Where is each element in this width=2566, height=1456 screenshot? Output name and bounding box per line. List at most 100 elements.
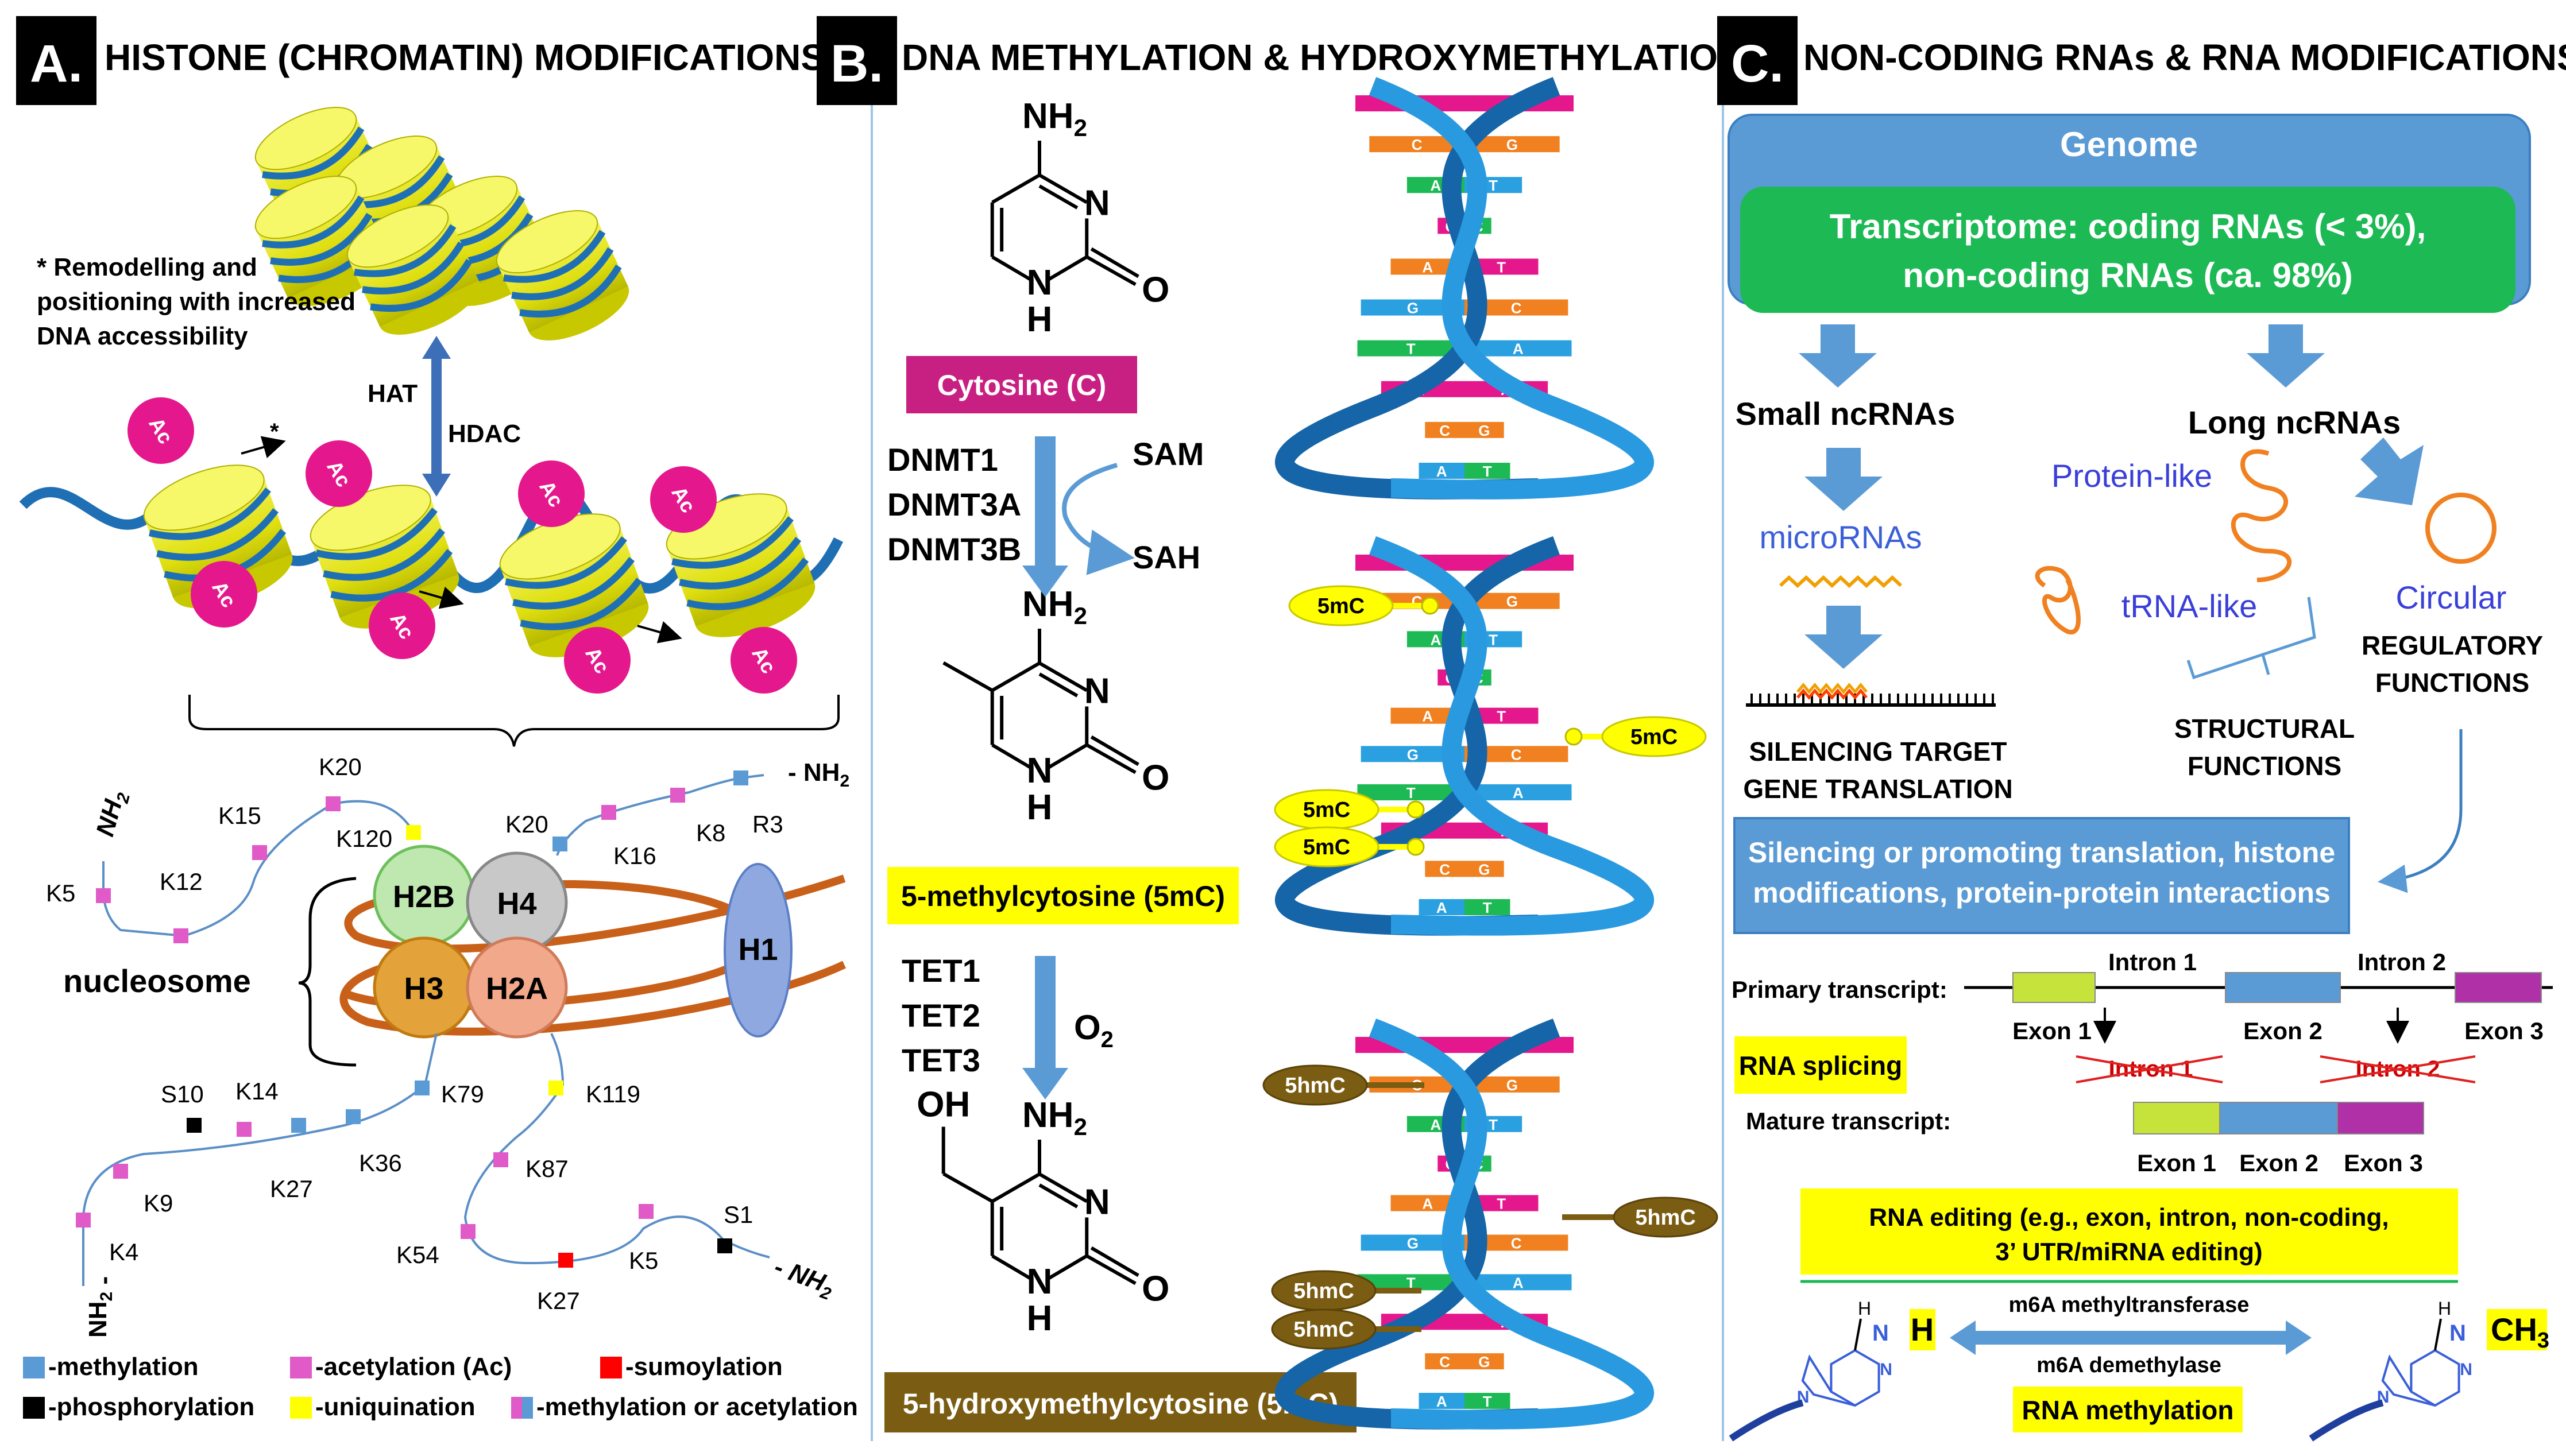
circular-rna-icon bbox=[2425, 493, 2497, 564]
nucleosome-cylinder bbox=[499, 513, 649, 657]
h2a-histone bbox=[466, 936, 568, 1039]
residue-label: K27 bbox=[270, 1175, 313, 1202]
methylation-box bbox=[2013, 1387, 2243, 1432]
base-pair-right bbox=[1464, 861, 1504, 877]
ch3-highlight bbox=[2487, 1309, 2547, 1350]
tag-label: 5hmC bbox=[1285, 1074, 1346, 1098]
editing-box bbox=[1800, 1188, 2458, 1275]
base-letter: A bbox=[1513, 1274, 1524, 1291]
residue-label: K12 bbox=[160, 868, 203, 895]
editing-line-2: 3’ UTR/miRNA editing) bbox=[1995, 1238, 2262, 1266]
trna-like-icon bbox=[2035, 566, 2081, 635]
transcriptome-box bbox=[1740, 187, 2515, 313]
hat-label: HAT bbox=[368, 380, 418, 408]
residue-label: K87 bbox=[525, 1155, 569, 1182]
dna-wrap bbox=[362, 241, 465, 295]
tag-label: 5hmC bbox=[1635, 1206, 1696, 1230]
nh2-d: - NH2 bbox=[769, 1253, 838, 1304]
tag-dot bbox=[1406, 838, 1425, 856]
nucleosome-cylinder bbox=[254, 175, 388, 307]
dna-wrap bbox=[512, 557, 635, 610]
base-letter: T bbox=[1497, 258, 1506, 276]
tail-mark bbox=[493, 1152, 508, 1167]
tail-mark bbox=[717, 1238, 732, 1253]
m6a-dm-label: m6A demethylase bbox=[2036, 1353, 2221, 1377]
ac-circle bbox=[518, 460, 585, 527]
exon1-mature bbox=[2133, 1102, 2220, 1134]
ac-circle bbox=[127, 397, 194, 464]
atom-oh: OH bbox=[917, 1085, 970, 1125]
residue-label: K16 bbox=[613, 842, 656, 869]
panel-c-letter-box bbox=[1717, 16, 1798, 105]
ribose-stub bbox=[2309, 1399, 2384, 1442]
ac-circle bbox=[369, 593, 435, 659]
n6-bond bbox=[2434, 1318, 2442, 1351]
residue-label: S1 bbox=[724, 1201, 753, 1228]
base-letter: C bbox=[1511, 300, 1522, 317]
cylinder-top bbox=[346, 204, 449, 268]
atom-h-top: H bbox=[2438, 1298, 2451, 1319]
nucleosome-label: nucleosome bbox=[63, 963, 251, 999]
exon3-mature bbox=[2337, 1102, 2424, 1134]
dna-wrap bbox=[156, 508, 279, 561]
microrna-icon bbox=[1779, 575, 1903, 588]
dna-wrap bbox=[370, 258, 473, 312]
dna-wrap bbox=[520, 578, 643, 630]
bond bbox=[1085, 743, 1137, 775]
residue-label: K27 bbox=[537, 1287, 580, 1314]
dna-wrap bbox=[270, 212, 373, 266]
tail-mark bbox=[291, 1118, 306, 1133]
bond bbox=[1085, 255, 1137, 286]
tail-mark bbox=[76, 1213, 91, 1227]
o2-label: O2 bbox=[1074, 1008, 1114, 1052]
transcriptome-line-2: non-coding RNAs (ca. 98%) bbox=[1903, 256, 2352, 295]
tail-mark bbox=[461, 1224, 476, 1239]
residue-label: K20 bbox=[505, 811, 548, 838]
base-pair-right bbox=[1464, 1353, 1504, 1370]
cytosine-label: Cytosine (C) bbox=[937, 369, 1106, 401]
hmc5-label: 5-hydroxymethylcytosine (5mC) bbox=[903, 1388, 1339, 1420]
star-note: * bbox=[270, 419, 279, 444]
residue-label: K9 bbox=[144, 1190, 173, 1217]
residue-label: K119 bbox=[586, 1081, 640, 1108]
h2a-label: H2A bbox=[486, 971, 548, 1006]
tag-label: 5mC bbox=[1630, 725, 1678, 749]
function-line-2: modifications, protein-protein interacti… bbox=[1753, 877, 2331, 909]
tail-mark bbox=[187, 1118, 202, 1133]
exon3-label: Exon 3 bbox=[2464, 1017, 2544, 1044]
tag-dot bbox=[1406, 800, 1425, 819]
cylinder-top bbox=[666, 493, 787, 560]
dna-wrap bbox=[686, 557, 809, 610]
base-letter: C bbox=[1439, 1353, 1450, 1370]
base-letter: T bbox=[1483, 899, 1492, 916]
tail-mark bbox=[670, 788, 685, 803]
tag-label: 5hmC bbox=[1293, 1318, 1354, 1342]
tag-oval bbox=[1613, 1196, 1718, 1238]
base-letter: G bbox=[1506, 593, 1518, 610]
base-letter: T bbox=[1483, 463, 1492, 480]
legend-swatch bbox=[290, 1357, 312, 1378]
exon1-label: Exon 1 bbox=[2012, 1017, 2092, 1044]
nucleosome-brace bbox=[298, 877, 357, 1067]
exon2-primary bbox=[2225, 972, 2341, 1003]
tag-label: 5hmC bbox=[1293, 1279, 1354, 1303]
zoom-brace bbox=[188, 695, 840, 747]
h-label: H bbox=[1911, 1311, 1934, 1347]
base-letter: T bbox=[1497, 1195, 1506, 1213]
genome-label: Genome bbox=[2060, 125, 2198, 164]
editing-line-1: RNA editing (e.g., exon, intron, non-cod… bbox=[1869, 1203, 2389, 1232]
protein-like-label: Protein-like bbox=[2051, 458, 2212, 494]
base-pair-left bbox=[1419, 899, 1464, 915]
base-letter: T bbox=[1489, 1116, 1498, 1133]
dna-wrap bbox=[511, 247, 614, 300]
base-letter: G bbox=[1506, 1076, 1518, 1094]
double-arrow bbox=[241, 436, 286, 459]
cylinder-top bbox=[496, 210, 598, 274]
atom-n1: N bbox=[1027, 751, 1053, 791]
base-letter: A bbox=[1436, 1393, 1447, 1410]
